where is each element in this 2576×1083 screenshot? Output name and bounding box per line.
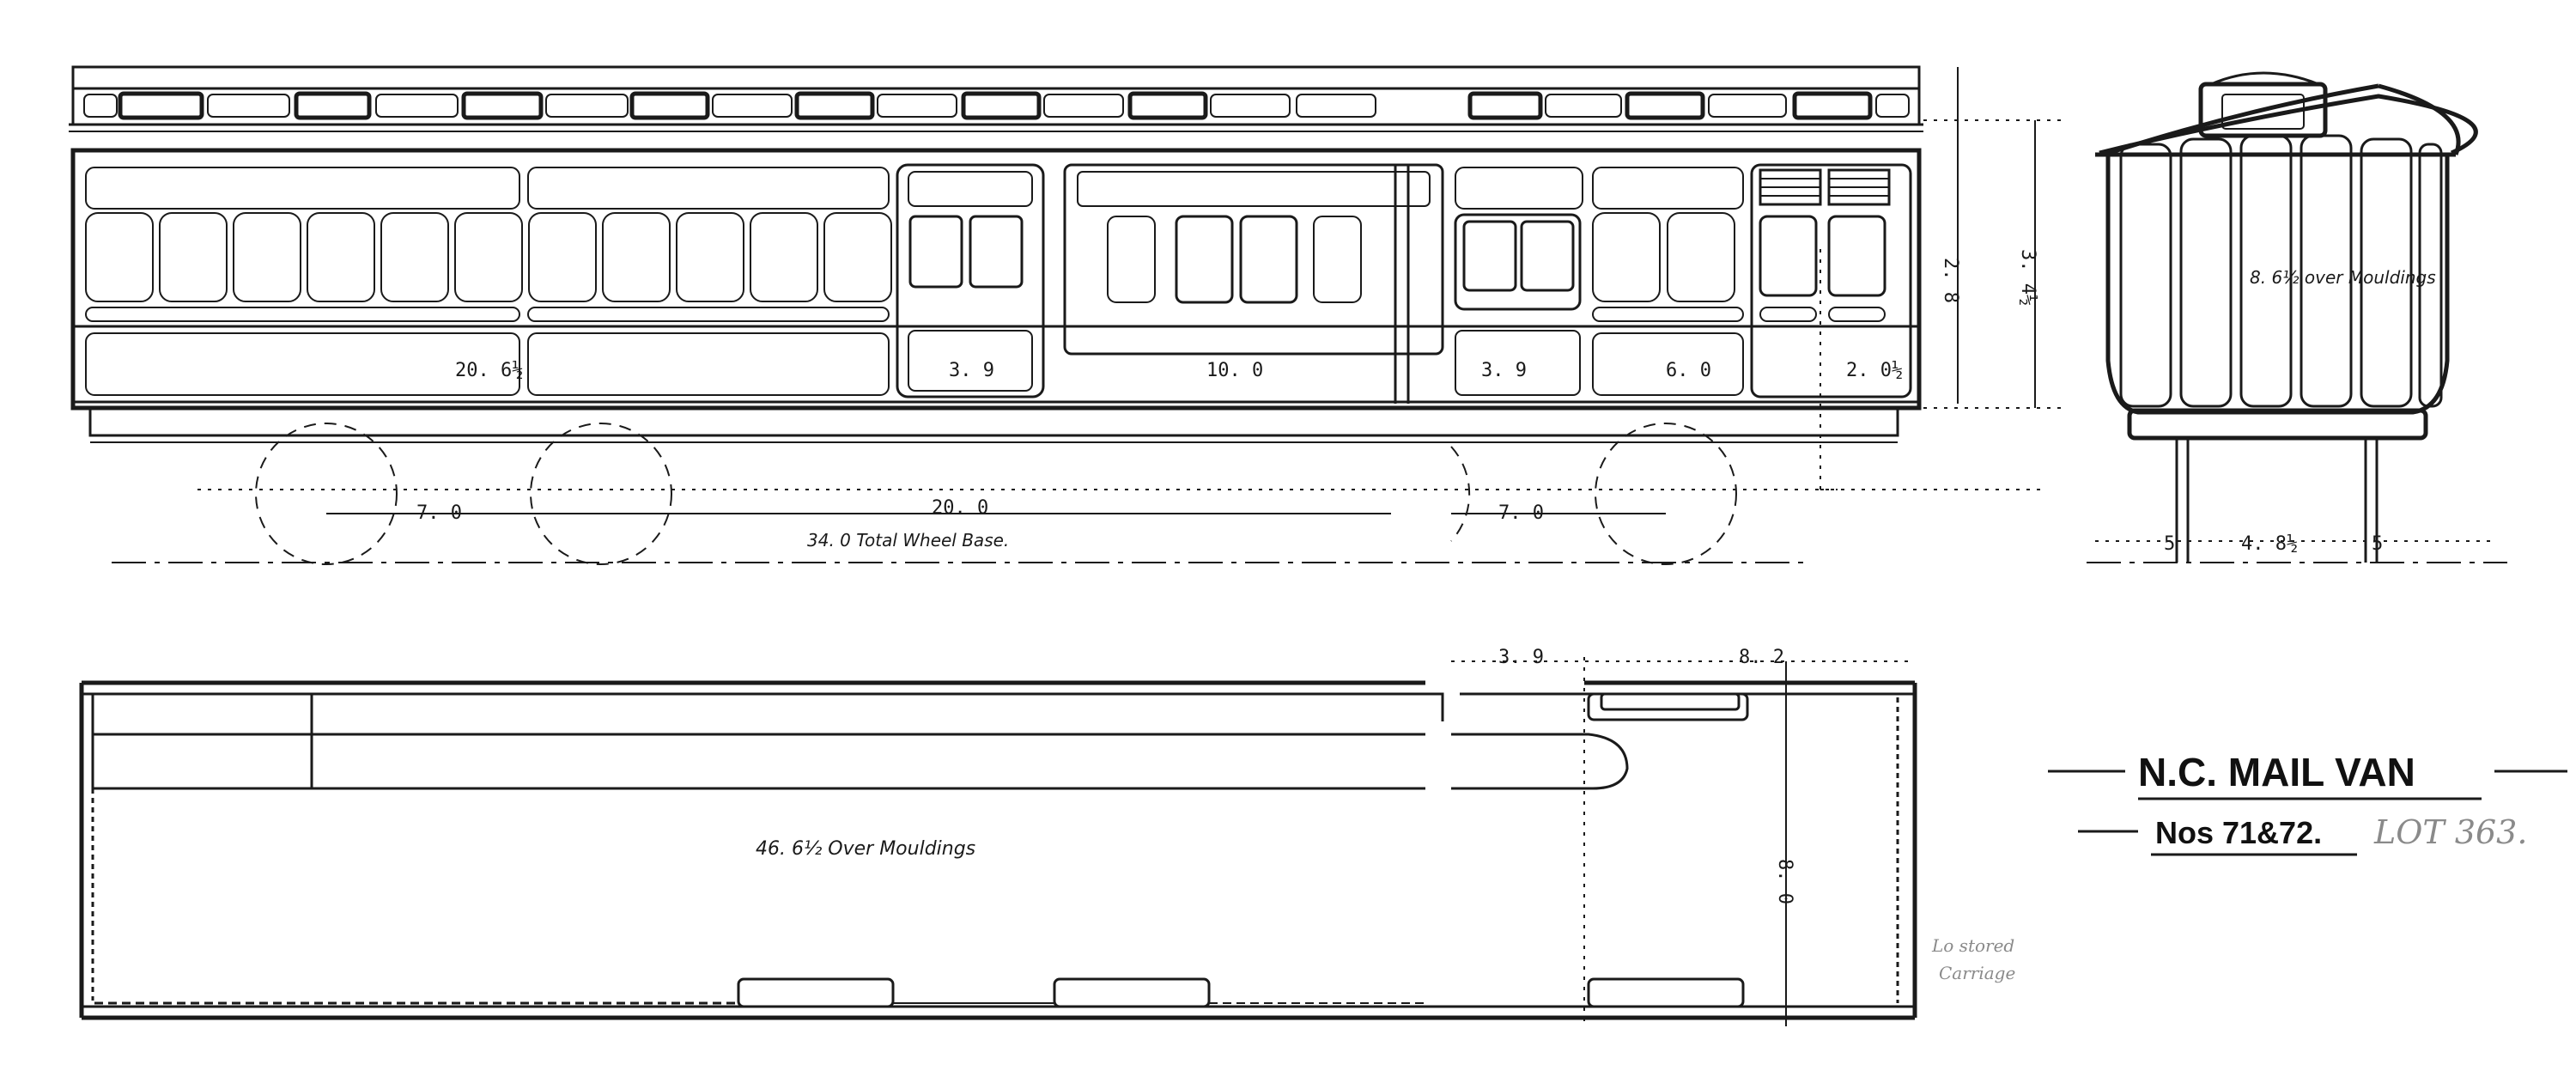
upper-panels — [85, 167, 1744, 210]
wheel-1 — [255, 423, 398, 565]
roof-line — [71, 65, 1921, 90]
clerestory-windows — [83, 91, 1910, 120]
plan-length-label: 46. 6½ Over Mouldings — [756, 838, 975, 860]
gauge-label: 5 — [2372, 533, 2383, 555]
door-left — [896, 163, 1045, 399]
gauge-label: 5 — [2164, 533, 2175, 555]
plan-dim-label: 8. 2 — [1739, 647, 1784, 668]
end-compartment — [1750, 163, 1912, 399]
dim-label: 6. 0 — [1666, 360, 1711, 381]
wheel-2 — [530, 423, 672, 565]
door-right — [1454, 213, 1582, 396]
height-label: 3. 4½ — [2017, 249, 2038, 306]
wheel-3 — [1595, 423, 1737, 565]
dim-label: 3. 9 — [1481, 360, 1527, 381]
side-elevation: 20. 6½ 3. 9 10. 0 3. 9 6. 0 2. 0½ 2. 8 3… — [69, 65, 2061, 565]
drawing-title: N.C. MAIL VAN — [2138, 750, 2415, 794]
end-elevation: 8. 6½ over Mouldings 5 4. 8½ 5 — [2087, 71, 2507, 563]
wheel-dim-label: 20. 0 — [932, 497, 988, 519]
height-label: 2. 8 — [1940, 258, 1961, 303]
dim-label: 10. 0 — [1206, 360, 1263, 381]
plan-width-label: 8. 0 — [1774, 859, 1795, 904]
dim-label: 2. 0½ — [1846, 360, 1903, 381]
pencil-note: Lo stored — [1931, 935, 2014, 956]
end-width-label: 8. 6½ over Mouldings — [2250, 267, 2436, 288]
wheel-dim-label: 7. 0 — [416, 502, 462, 524]
wheel-dim-label: 7. 0 — [1498, 502, 1544, 524]
plan-view: 46. 6½ Over Mouldings 3. 9 8. 2 8. 0 — [79, 647, 1917, 1026]
dim-label: 20. 6½ — [455, 360, 523, 381]
body-side — [70, 148, 1922, 411]
gauge-label: 4. 8½ — [2241, 533, 2298, 555]
dim-label: 3. 9 — [949, 360, 994, 381]
wheels — [255, 423, 1737, 565]
title-block: N.C. MAIL VAN Nos 71&72. LOT 363. Lo sto… — [1931, 750, 2567, 983]
drawing-numbers: Nos 71&72. — [2155, 815, 2322, 850]
plan-compartment — [91, 692, 313, 790]
pencil-note: Carriage — [1939, 963, 2015, 983]
total-wheelbase-label: 34. 0 Total Wheel Base. — [807, 530, 1009, 551]
side-windows — [85, 212, 1735, 302]
door-centre — [1063, 163, 1444, 404]
wheel-4-partial — [1450, 446, 1471, 542]
underframe — [88, 406, 1899, 437]
end-headstock — [2127, 408, 2428, 441]
lot-number: LOT 363. — [2373, 813, 2527, 851]
plan-dim-label: 3. 9 — [1498, 647, 1544, 668]
